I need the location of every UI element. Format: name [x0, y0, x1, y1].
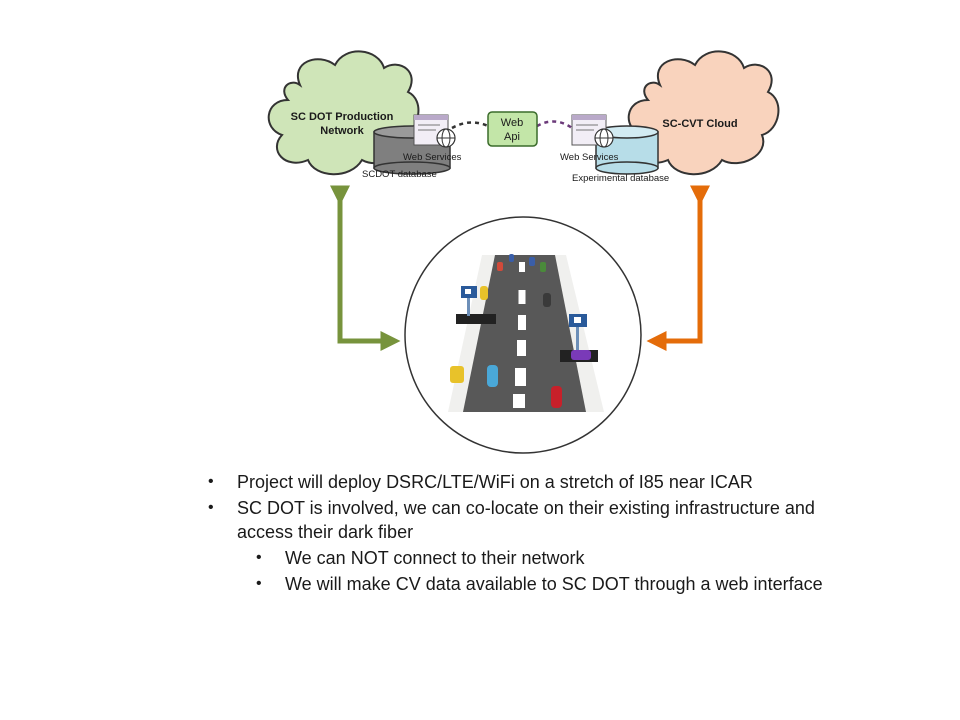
bullet-marker: •: [208, 473, 214, 490]
bullet-text: We will make CV data available to SC DOT…: [285, 574, 823, 594]
sc-cvt-cloud: SC-CVT Cloud: [627, 50, 780, 176]
scdot-database-label: SCDOT database: [362, 169, 437, 180]
bullet-marker: •: [208, 499, 214, 516]
sub-bullet-item: • We will make CV data available to SC DO…: [200, 572, 860, 596]
vehicle: [450, 366, 464, 383]
sub-bullet-item: • We can NOT connect to their network: [200, 546, 860, 570]
vehicle: [571, 350, 591, 360]
bullet-marker: •: [256, 575, 262, 592]
architecture-diagram: SC DOT Production Network SC-CVT Cloud W…: [267, 50, 780, 454]
bullet-text: Project will deploy DSRC/LTE/WiFi on a s…: [237, 472, 753, 492]
bullet-list: • Project will deploy DSRC/LTE/WiFi on a …: [200, 470, 860, 598]
bullet-item: • SC DOT is involved, we can co-locate on…: [200, 496, 860, 544]
left-roadside-unit-icon: [456, 286, 496, 324]
vehicle: [480, 286, 488, 300]
right-web-services-label: Web Services: [560, 152, 619, 163]
web-api-label-line2: Api: [504, 131, 520, 143]
green-bidirectional-arrow: [330, 185, 401, 351]
left-cloud-label-line1: SC DOT Production: [291, 111, 394, 123]
vehicle: [540, 262, 546, 272]
vehicle: [509, 254, 514, 262]
left-globe-icon: [436, 128, 456, 148]
vehicles: [450, 254, 591, 408]
right-cloud-label: SC-CVT Cloud: [662, 118, 737, 130]
left-cloud-label-line2: Network: [320, 125, 364, 137]
orange-bidirectional-arrow: [646, 185, 710, 351]
web-api-label-line1: Web: [501, 117, 523, 129]
lane-dashes: [513, 262, 526, 408]
right-dashed-link: [536, 120, 573, 130]
experimental-database-label: Experimental database: [572, 173, 669, 184]
bullet-text: We can NOT connect to their network: [285, 548, 585, 568]
highway-illustration: [404, 216, 642, 454]
bullet-text: SC DOT is involved, we can co-locate on …: [237, 498, 815, 542]
right-globe-icon: [594, 128, 614, 148]
left-dashed-link: [451, 121, 489, 130]
vehicle: [497, 262, 503, 271]
bullet-marker: •: [256, 549, 262, 566]
vehicle: [487, 365, 498, 387]
vehicle: [543, 293, 551, 307]
vehicle: [529, 257, 535, 266]
web-api-box: Web Api: [487, 111, 538, 147]
bullet-item: • Project will deploy DSRC/LTE/WiFi on a …: [200, 470, 860, 494]
left-web-services-label: Web Services: [403, 152, 462, 163]
vehicle: [551, 386, 562, 408]
